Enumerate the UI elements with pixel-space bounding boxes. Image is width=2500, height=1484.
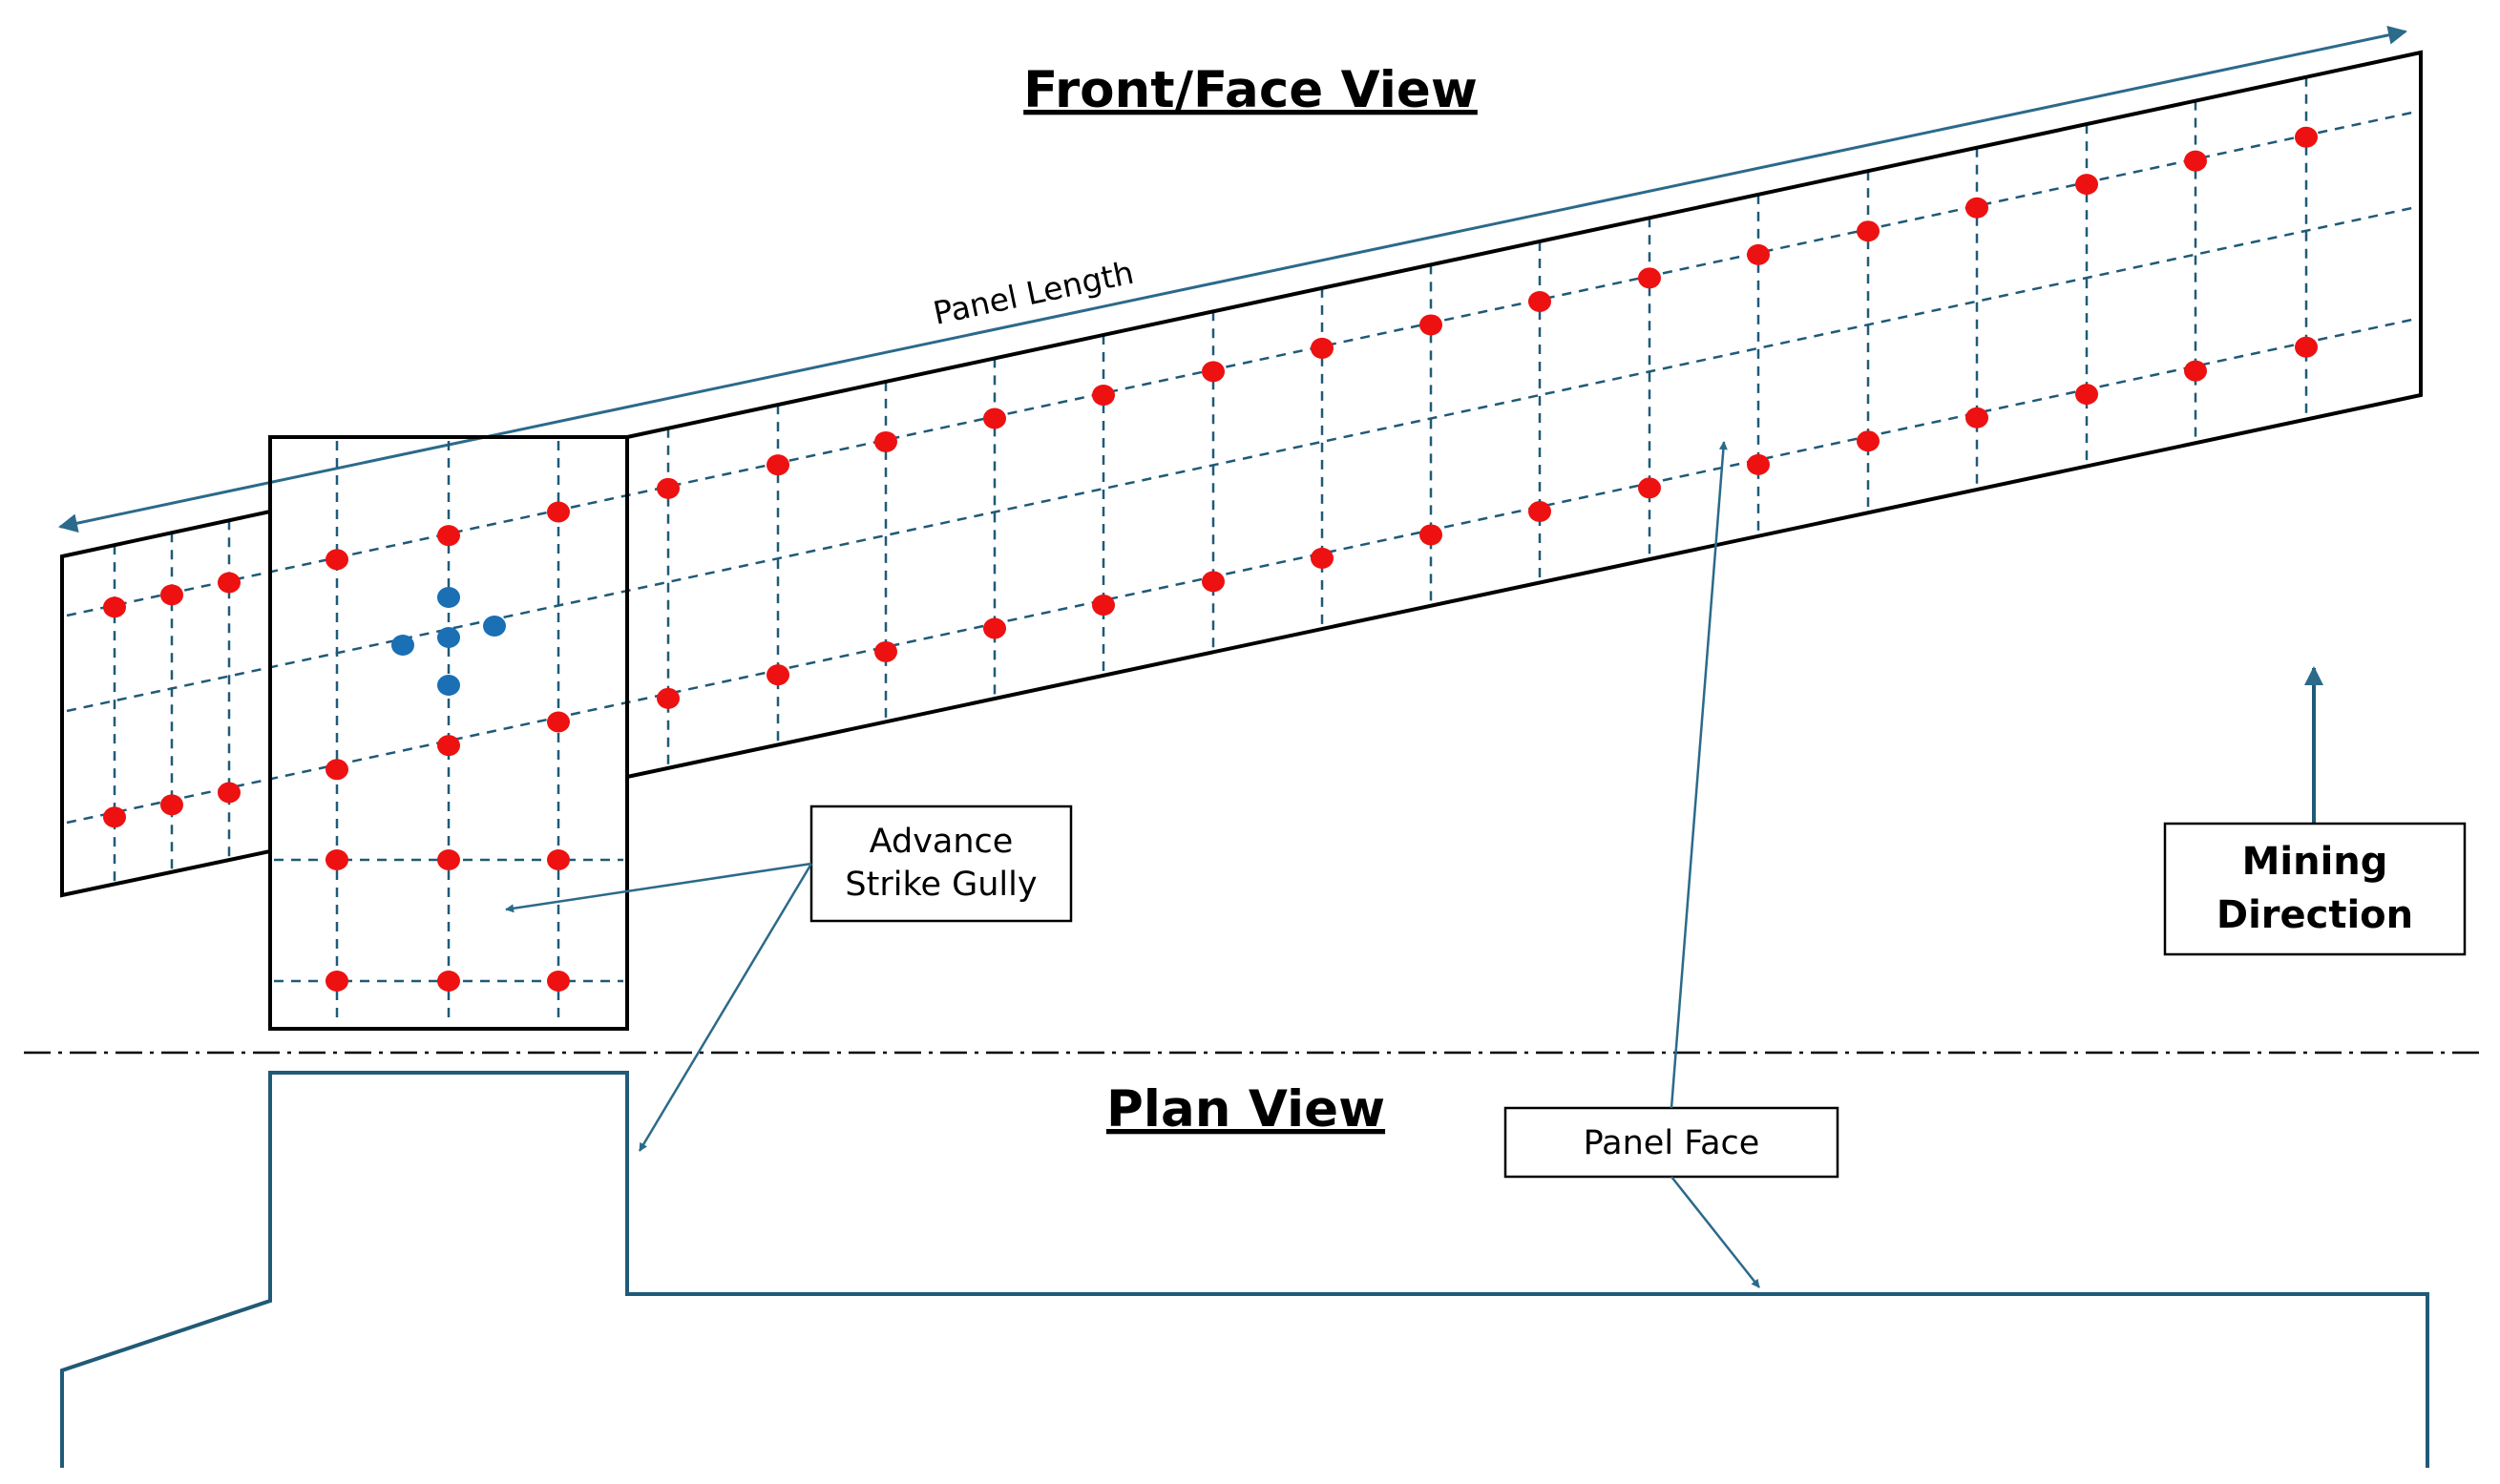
red-marker [103,596,126,618]
plan-view-title: Plan View [1106,1080,1385,1139]
red-marker [437,971,460,992]
red-marker [1747,453,1770,475]
sloped-grid-line [66,111,2416,617]
red-marker [874,430,897,452]
red-marker [2184,150,2207,172]
advance-strike-gully-callout-box [809,805,1073,923]
red-marker [1857,430,1880,452]
red-marker [983,408,1006,429]
red-marker [547,971,570,992]
plan-view-outline [60,1071,2429,1468]
red-marker [103,806,126,828]
blue-marker [437,587,460,608]
red-marker [1311,337,1334,359]
red-marker [1747,243,1770,265]
red-marker [1965,407,1988,428]
red-marker [326,849,348,870]
red-marker [2295,126,2318,148]
red-marker [1202,361,1225,383]
red-marker [160,584,183,606]
red-marker [657,687,680,709]
sloped-grid-line [66,206,2416,713]
red-marker [437,849,460,870]
measurement-markers [103,126,2318,992]
red-marker [437,525,460,547]
red-marker [2075,174,2098,196]
panel-grid-lines [66,76,2416,1025]
red-marker [1419,314,1442,336]
left-panel-outline [60,509,272,898]
red-marker [657,477,680,499]
red-marker [1092,385,1115,407]
red-marker [874,640,897,662]
advance-strike-gully-pointer-front [505,862,812,913]
red-marker [437,735,460,757]
red-marker [218,782,241,804]
red-marker [1965,197,1988,219]
blue-marker [391,635,414,656]
red-marker [983,617,1006,639]
red-marker [1528,501,1551,523]
red-marker [160,794,183,816]
red-marker [326,549,348,571]
advance-strike-gully-label-line1: Advance [870,823,1014,861]
panel-face-label: Panel Face [1584,1124,1760,1162]
red-marker [2184,360,2207,382]
panel-length-arrow [58,25,2407,533]
sloped-grid-line [66,318,2416,825]
front-view-title: Front/Face View [1023,61,1478,119]
red-marker [1638,477,1661,499]
panel-face-pointer-plan [1670,1176,1760,1288]
red-marker [2075,384,2098,406]
red-marker [1311,547,1334,569]
red-marker [1419,524,1442,546]
main-panel-outline [625,50,2423,780]
red-marker [1638,267,1661,289]
red-marker [547,501,570,523]
mining-direction-label-line1: Mining [2242,840,2388,884]
red-marker [1857,220,1880,242]
advance-strike-gully-pointer-plan [638,863,813,1152]
red-marker [547,711,570,733]
red-marker [767,454,789,476]
red-marker [218,572,241,594]
red-marker [2295,336,2318,358]
red-marker [1528,291,1551,313]
blue-marker [437,627,460,648]
advance-strike-gully-outline [268,435,629,1031]
mining-direction-label-line2: Direction [2216,893,2413,937]
red-marker [1202,571,1225,593]
red-marker [326,759,348,781]
mining-direction-box [2163,822,2467,956]
blue-marker [437,675,460,696]
red-marker [326,971,348,992]
panel-face-pointer-front [1670,441,1728,1109]
advance-strike-gully-label-line2: Strike Gully [845,866,1037,904]
red-marker [767,664,789,686]
red-marker [1092,595,1115,617]
red-marker [547,849,570,870]
blue-marker [483,616,506,637]
